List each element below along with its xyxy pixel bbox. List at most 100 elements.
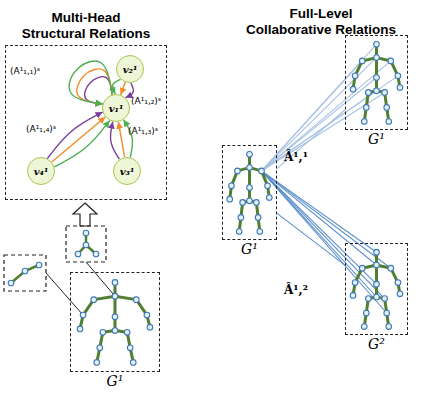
- relation-line: [262, 58, 377, 171]
- joint: [388, 265, 394, 271]
- attention-arc: [52, 117, 106, 162]
- vertex-label: v₄¹: [34, 166, 49, 177]
- joint: [80, 312, 86, 318]
- joint: [83, 242, 89, 248]
- vertex-label: v₃¹: [120, 166, 135, 177]
- joint: [359, 58, 365, 64]
- skeleton: [227, 152, 272, 235]
- joint: [259, 168, 265, 174]
- joint: [361, 119, 367, 125]
- skeleton-layer: [77, 42, 403, 366]
- joint: [374, 42, 380, 48]
- attention-arc: [110, 122, 119, 160]
- joint: [100, 330, 106, 336]
- relation-line: [262, 76, 398, 171]
- joint: [374, 249, 380, 255]
- joint: [352, 73, 358, 79]
- skeleton-box: G¹: [70, 272, 160, 372]
- joint: [350, 86, 356, 92]
- graph-label: G¹: [61, 373, 169, 389]
- joint: [384, 310, 390, 316]
- connector-layer: [47, 61, 345, 265]
- relation-line: [262, 171, 391, 268]
- joint: [395, 280, 401, 286]
- collaborative-connector: [277, 213, 345, 265]
- joint: [382, 296, 388, 302]
- joint: [384, 105, 390, 111]
- vertex-circle: v₂¹: [116, 55, 144, 83]
- skeleton: [350, 42, 403, 125]
- graph-label: G²: [336, 336, 417, 352]
- joint: [133, 297, 139, 303]
- collaborative-connector: [277, 110, 345, 169]
- vertex-circle: v₄¹: [27, 157, 55, 185]
- joint: [229, 183, 235, 189]
- joint: [112, 280, 118, 286]
- joint: [127, 345, 133, 351]
- joint: [374, 262, 380, 268]
- joint: [147, 324, 153, 330]
- sub-skeleton-box: [66, 226, 106, 262]
- joint: [112, 293, 118, 299]
- joint: [386, 119, 392, 125]
- skeleton-box: G¹: [345, 35, 408, 130]
- leader-line: [46, 273, 83, 315]
- attention-arc: [121, 82, 126, 95]
- joint: [382, 90, 388, 96]
- relation-label: (A¹₁,₃)ˢ: [128, 126, 158, 137]
- joint: [374, 281, 380, 287]
- relation-label: Â¹,¹: [284, 150, 308, 164]
- joint: [254, 200, 260, 206]
- joint: [77, 326, 83, 332]
- joint: [235, 168, 241, 174]
- joint: [374, 75, 380, 81]
- joint: [255, 215, 261, 221]
- relation-line: [262, 91, 377, 171]
- joint: [144, 312, 150, 318]
- joint: [361, 324, 367, 330]
- relation-line: [262, 171, 377, 265]
- joint: [247, 165, 253, 171]
- relation-line: [262, 61, 391, 171]
- joint: [374, 55, 380, 61]
- joint: [130, 360, 136, 366]
- joint: [94, 360, 100, 366]
- joint: [397, 291, 403, 297]
- skeleton-box: G¹: [222, 145, 277, 240]
- graph-label: G¹: [336, 131, 417, 147]
- joint: [93, 251, 99, 257]
- relation-label: (A¹₁,₄)ˢ: [26, 124, 56, 135]
- joint: [112, 314, 118, 320]
- hollow-up-arrow: [73, 203, 97, 226]
- joint: [240, 200, 246, 206]
- joint: [366, 296, 372, 302]
- attention-arc: [113, 79, 121, 94]
- joint: [227, 196, 233, 202]
- vertex-circle: v₃¹: [113, 157, 141, 185]
- relation-label: (A¹₁,₁)ˢ: [10, 66, 40, 77]
- joint: [238, 215, 244, 221]
- joint: [247, 185, 253, 191]
- relation-line: [262, 78, 377, 171]
- joint: [265, 183, 271, 189]
- sub-skeleton-bone: [11, 265, 39, 283]
- graph-label: G¹: [213, 241, 286, 257]
- relation-line: [262, 171, 377, 252]
- panel-title: Full-Level Collaborative Relations: [226, 6, 416, 38]
- joint: [8, 280, 14, 286]
- joint: [75, 251, 81, 257]
- attention-arc: [47, 112, 102, 158]
- joint: [257, 229, 263, 235]
- joint: [124, 330, 130, 336]
- static-layer: [4, 203, 106, 291]
- vertex-circle: v₁¹: [102, 94, 130, 122]
- joint: [364, 105, 370, 111]
- joint: [395, 73, 401, 79]
- skeleton-box: G²: [345, 243, 408, 335]
- joint: [359, 265, 365, 271]
- relation-line: [262, 171, 377, 284]
- attention-arc: [118, 122, 124, 157]
